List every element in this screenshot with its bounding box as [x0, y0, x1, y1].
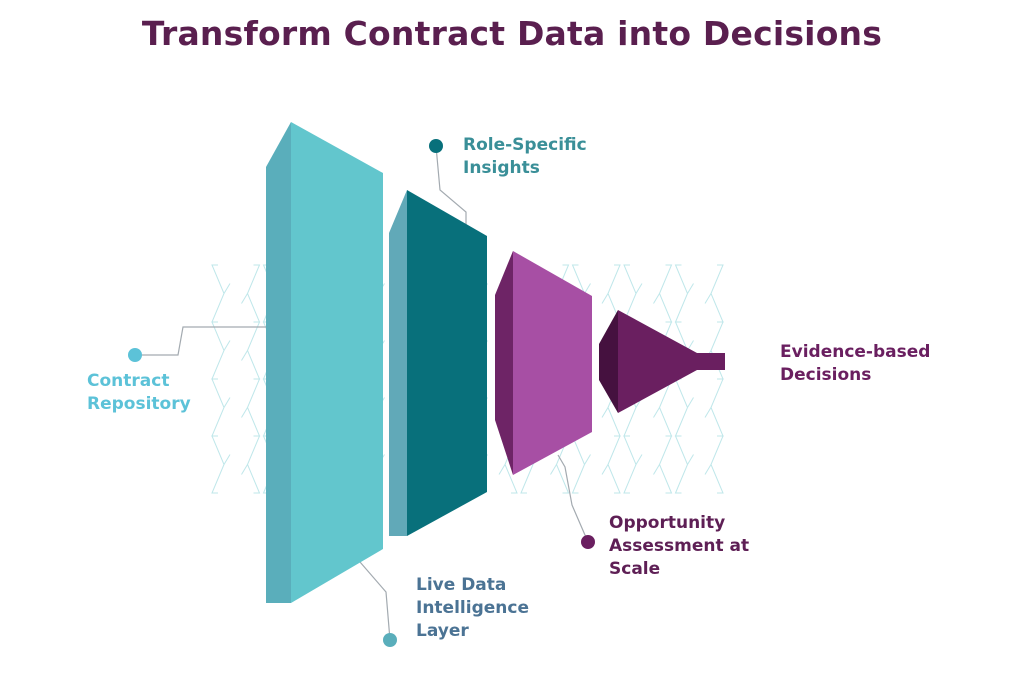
pattern-cell — [241, 464, 248, 475]
pattern-cell — [601, 293, 609, 304]
pattern-cell — [623, 435, 637, 494]
pattern-cell — [246, 321, 261, 380]
pattern-cell — [223, 397, 231, 408]
label-line: Intelligence — [416, 598, 529, 618]
pattern-cell — [635, 283, 643, 294]
pattern-cell — [710, 378, 724, 437]
pattern-cell — [246, 435, 261, 494]
dot-role — [429, 139, 443, 153]
dot-opportunity — [581, 535, 595, 549]
label-role-insights: Role-Specific Insights — [463, 134, 587, 180]
pattern-cell — [211, 435, 225, 494]
label-line: Role-Specific — [463, 135, 587, 155]
pattern-cell — [704, 464, 712, 475]
pattern-cell — [623, 264, 637, 323]
pattern-cell — [246, 378, 261, 437]
pattern-cell — [674, 378, 689, 437]
label-line: Contract — [87, 371, 170, 391]
stage-4-front — [618, 310, 725, 413]
stage-2-side — [389, 190, 407, 536]
pattern-cell — [498, 464, 506, 475]
label-line: Evidence-based — [780, 342, 931, 362]
pattern-cell — [674, 435, 689, 494]
label-line: Assessment at — [609, 536, 750, 556]
pattern-cell — [223, 340, 231, 351]
label-line: Layer — [416, 621, 469, 641]
dot-contract — [128, 348, 142, 362]
pattern-cell — [246, 264, 261, 323]
connector-lines — [135, 145, 589, 641]
label-live-data-layer: Live Data Intelligence Layer — [416, 574, 529, 643]
connector-live — [359, 561, 391, 641]
label-opportunity-assessment: Opportunity Assessment at Scale — [609, 512, 749, 581]
pattern-cell — [710, 435, 724, 494]
label-line: Insights — [463, 158, 540, 178]
label-line: Decisions — [780, 365, 872, 385]
label-line: Scale — [609, 559, 661, 579]
stage-3-side — [495, 251, 513, 475]
pattern-cell — [601, 464, 609, 475]
pattern-cell — [571, 435, 586, 494]
pattern-cell — [607, 435, 621, 494]
pattern-cell — [658, 435, 673, 494]
pattern-cell — [674, 264, 689, 323]
label-line: Live Data — [416, 575, 507, 595]
stage-1-front — [291, 122, 383, 603]
pattern-cell — [687, 454, 694, 465]
pattern-cell — [241, 350, 248, 361]
page-title: Transform Contract Data into Decisions — [141, 14, 883, 53]
pattern-cell — [653, 407, 660, 418]
pattern-cell — [223, 283, 231, 294]
pattern-cell — [687, 283, 694, 294]
pattern-cell — [687, 397, 694, 408]
pattern-cell — [211, 378, 225, 437]
pattern-cell — [584, 454, 591, 465]
pattern-cell — [710, 264, 724, 323]
pattern-cell — [211, 321, 225, 380]
pattern-cell — [710, 321, 724, 380]
connector-role — [435, 145, 467, 232]
pattern-cell — [653, 464, 660, 475]
connector-contract — [135, 326, 270, 356]
connector-opportunity — [557, 454, 589, 543]
pattern-cell — [550, 464, 557, 475]
label-line: Repository — [87, 394, 191, 414]
label-line: Opportunity — [609, 513, 726, 533]
pattern-cell — [584, 283, 591, 294]
pattern-cell — [601, 407, 609, 418]
label-contract-repository: Contract Repository — [87, 370, 191, 416]
stage-4-side — [599, 310, 618, 413]
stage-2-front — [407, 190, 487, 536]
pattern-cell — [704, 293, 712, 304]
pattern-cell — [653, 293, 660, 304]
pattern-cell — [241, 407, 248, 418]
pattern-cell — [241, 293, 248, 304]
pattern-cell — [704, 407, 712, 418]
stage-3-front — [513, 251, 592, 475]
label-evidence-decisions: Evidence-based Decisions — [780, 341, 930, 387]
pattern-cell — [223, 454, 231, 465]
pattern-cell — [635, 454, 643, 465]
dot-live — [383, 633, 397, 647]
pattern-cell — [658, 264, 673, 323]
pattern-cell — [211, 264, 225, 323]
stage-1-side — [266, 122, 291, 603]
